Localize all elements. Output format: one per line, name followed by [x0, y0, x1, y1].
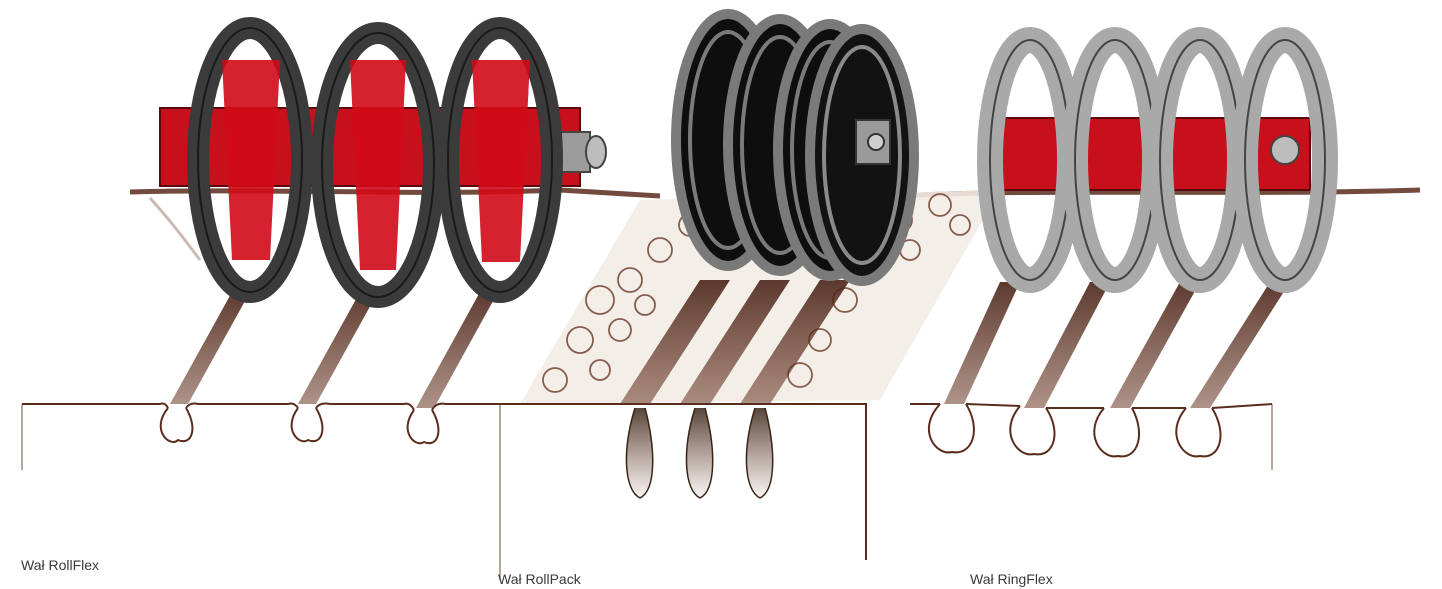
ringflex-caption: Wał RingFlex [970, 571, 1053, 587]
ringflex-ground-line [910, 404, 1272, 408]
rollflex-caption: Wał RollFlex [21, 557, 99, 573]
ringflex-section [910, 40, 1325, 470]
rollpack-section [500, 14, 1000, 580]
rollpack-ground-box [500, 404, 866, 560]
ringflex-ring-4 [1245, 40, 1325, 280]
rollpack-ring-4 [810, 29, 914, 281]
rollpack-caption: Wał RollPack [498, 571, 581, 587]
